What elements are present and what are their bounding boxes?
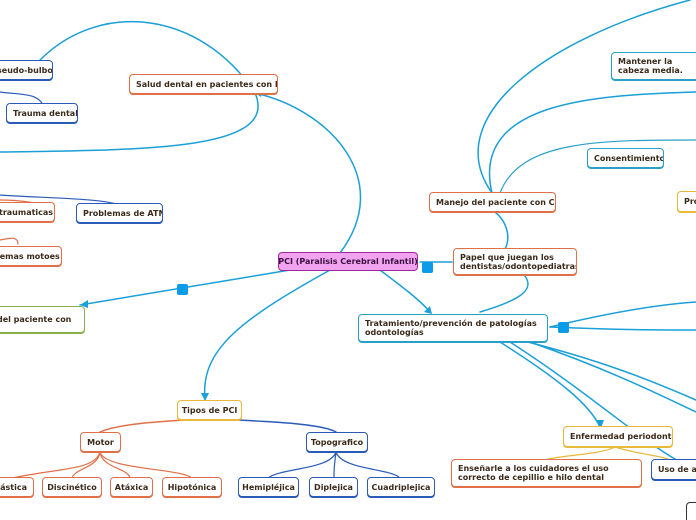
link-tipos-topo — [214, 418, 337, 433]
link-trat-right-3 — [519, 339, 696, 401]
node-problemas-atm[interactable]: Problemas de ATM — [76, 203, 163, 223]
node-salud-dental[interactable]: Salud dental en pacientes con PCI — [129, 74, 278, 94]
node-traumaticas[interactable]: traumaticas — [0, 202, 55, 222]
link-center-tratamiento — [379, 269, 431, 313]
node-manejo-paciente[interactable]: Manejo del paciente con CPI — [429, 192, 556, 212]
node-label: Tipos de PCI — [181, 405, 238, 415]
node-ataxica[interactable]: Atáxica — [110, 477, 153, 497]
link-salud-left-arc — [0, 92, 259, 153]
link-manejo-mantener — [488, 91, 696, 194]
node-label: seudo-bulbo — [0, 65, 53, 75]
link-trat-right-1 — [549, 301, 696, 328]
link-tipos-motor — [99, 418, 201, 433]
link-atm — [0, 194, 121, 206]
link-topo-hemi — [267, 451, 337, 479]
node-label: Problemas de ATM — [83, 208, 163, 218]
node-center-pci[interactable]: PCI (Paralisis Cerebral Infantil) — [278, 252, 418, 271]
node-label: Diplejica — [314, 482, 353, 492]
collapse-handle-center[interactable] — [422, 262, 433, 273]
node-label: Trauma dental — [13, 108, 78, 118]
node-papel-dentistas[interactable]: Papel que juegan los dentistas/odontoped… — [453, 248, 577, 275]
node-label: Salud dental en pacientes con PCI — [136, 79, 278, 89]
collapse-handle-left[interactable] — [177, 284, 188, 295]
link-topo-cuad — [335, 451, 401, 479]
arrow-tratamiento — [424, 306, 432, 314]
node-label: Topografico — [310, 437, 364, 447]
node-label: Enfermedad periodontal — [570, 432, 673, 441]
node-label: Discinético — [47, 482, 97, 492]
link-center-tipos — [203, 269, 331, 401]
node-label: PCI (Paralisis Cerebral Infantil) — [278, 257, 418, 266]
node-label: Uso de ag — [658, 465, 696, 474]
link-motor-hipo — [99, 451, 193, 479]
arrow-enfermedad — [596, 420, 604, 428]
node-label: del paciente con — [0, 315, 72, 324]
node-pro[interactable]: Pro — [677, 191, 696, 212]
node-label: Tratamiento/prevención de patologías odo… — [365, 319, 537, 337]
node-lemas-motoes[interactable]: lemas motoes — [0, 246, 62, 266]
node-label: lemas motoes — [0, 251, 60, 261]
link-top-left-arc — [39, 20, 256, 94]
link-trat-right-2 — [549, 326, 696, 331]
node-motor[interactable]: Motor — [80, 432, 121, 452]
link-motor-disc — [71, 451, 101, 479]
link-trat-enfermedad — [499, 341, 601, 428]
node-cut-off[interactable] — [686, 502, 696, 520]
link-papel-tratamiento — [479, 275, 529, 313]
node-enfermedad-periodontal[interactable]: Enfermedad periodontal — [563, 426, 673, 447]
node-hipotonica[interactable]: Hipotónica — [162, 477, 222, 497]
node-label: Papel que juegan los dentistas/odontoped… — [460, 252, 577, 271]
node-label: Consentimiento — [594, 153, 664, 163]
link-enf-uso — [614, 446, 671, 461]
arrow-tipos — [201, 393, 209, 401]
link-trat-right-4 — [529, 341, 696, 413]
node-trauma-dental[interactable]: Trauma dental — [6, 103, 78, 123]
node-label: traumaticas — [0, 207, 54, 217]
node-consentimiento[interactable]: Consentimiento — [587, 148, 664, 168]
node-diplejica[interactable]: Diplejica — [309, 477, 358, 497]
node-label: Hemipléjica — [242, 482, 295, 492]
node-label: Pro — [684, 197, 696, 206]
node-hemiplejica[interactable]: Hemipléjica — [238, 477, 299, 497]
node-pastica[interactable]: pástica — [0, 477, 34, 497]
node-tipos-pci[interactable]: Tipos de PCI — [177, 400, 242, 420]
node-label: Mantener la cabeza media. — [618, 57, 683, 75]
node-label: Motor — [87, 437, 114, 447]
collapse-handle-tratamiento[interactable] — [558, 322, 569, 333]
arrow-paciente — [80, 300, 88, 308]
node-discinetico[interactable]: Discinético — [42, 477, 102, 497]
node-uso-de-ag[interactable]: Uso de ag — [651, 459, 696, 480]
node-label: Manejo del paciente con CPI — [436, 197, 556, 207]
node-tratamiento[interactable]: Tratamiento/prevención de patologías odo… — [358, 314, 548, 342]
link-motor-atax — [99, 451, 131, 479]
node-label: Atáxica — [114, 482, 149, 492]
node-mantener-cabeza[interactable]: Mantener la cabeza media. — [611, 52, 696, 80]
node-del-paciente[interactable]: del paciente con — [0, 306, 85, 333]
node-label: pástica — [0, 482, 27, 492]
node-label: Hipotónica — [167, 482, 217, 492]
link-papel-manejo — [494, 211, 509, 250]
link-motoes — [0, 237, 19, 245]
node-label: Enseñarle a los cuidadores el uso correc… — [458, 464, 609, 482]
node-seudo-bulbo[interactable]: seudo-bulbo — [0, 60, 53, 80]
link-motor-pastica — [11, 451, 101, 479]
link-center-salud — [254, 92, 362, 254]
link-manejo-top — [477, 0, 691, 194]
link-center-paciente — [79, 269, 291, 306]
node-topografico[interactable]: Topografico — [306, 432, 368, 452]
link-manejo-consent — [499, 139, 696, 194]
node-ensenarle[interactable]: Enseñarle a los cuidadores el uso correc… — [451, 459, 642, 487]
node-cuadriplejica[interactable]: Cuadriplejica — [367, 477, 435, 497]
link-enf-ensenarle — [544, 446, 616, 461]
link-topo-dip — [333, 451, 337, 479]
node-label: Cuadriplejica — [371, 482, 431, 492]
